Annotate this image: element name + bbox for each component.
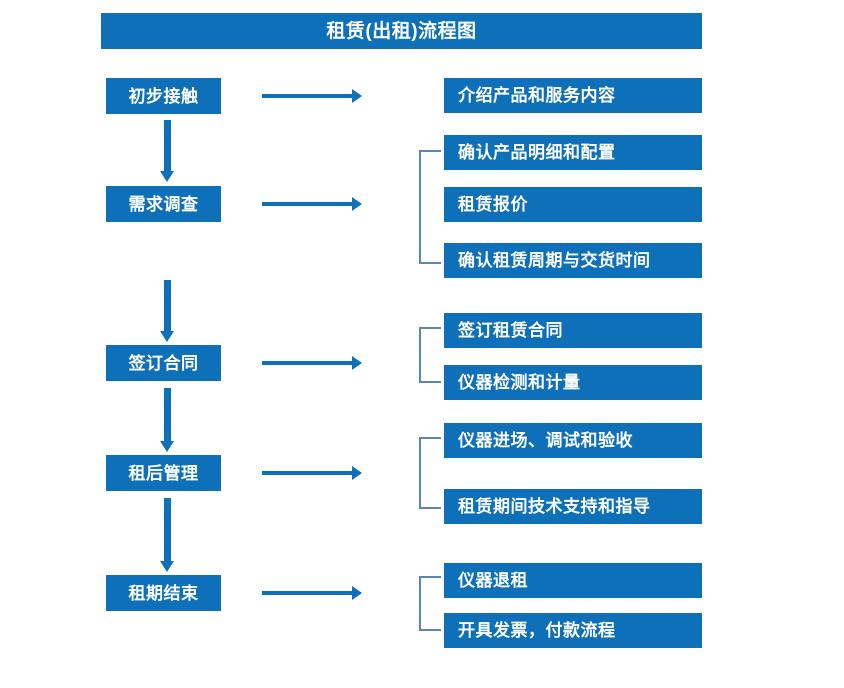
right-arrow-4 bbox=[262, 466, 362, 480]
group-bracket-签订合同明细 bbox=[419, 327, 441, 383]
detail-box-确认产品明细和配置[interactable]: 确认产品明细和配置 bbox=[444, 135, 702, 170]
right-arrow-3 bbox=[262, 356, 362, 370]
down-arrow-2 bbox=[160, 280, 175, 342]
stage-box-签订合同[interactable]: 签订合同 bbox=[106, 345, 221, 381]
detail-box-签订租赁合同[interactable]: 签订租赁合同 bbox=[444, 313, 702, 348]
right-arrow-2 bbox=[262, 197, 362, 211]
detail-box-确认租赁周期与交货时间[interactable]: 确认租赁周期与交货时间 bbox=[444, 243, 702, 278]
right-arrow-1 bbox=[262, 89, 362, 103]
arrow-shaft bbox=[164, 498, 171, 561]
group-bracket-需求调查明细 bbox=[419, 150, 441, 264]
arrow-head bbox=[352, 89, 362, 103]
arrow-shaft bbox=[262, 591, 353, 595]
arrow-head bbox=[352, 356, 362, 370]
stage-box-需求调查[interactable]: 需求调查 bbox=[106, 186, 221, 222]
arrow-shaft bbox=[164, 388, 171, 441]
down-arrow-3 bbox=[160, 388, 175, 452]
detail-box-仪器检测和计量[interactable]: 仪器检测和计量 bbox=[444, 365, 702, 400]
arrow-shaft bbox=[262, 361, 353, 365]
arrow-head bbox=[352, 586, 362, 600]
stage-box-租后管理[interactable]: 租后管理 bbox=[106, 455, 221, 491]
detail-box-仪器进场调试和验收[interactable]: 仪器进场、调试和验收 bbox=[444, 423, 702, 458]
arrow-shaft bbox=[262, 202, 353, 206]
arrow-head bbox=[160, 441, 174, 452]
arrow-head bbox=[352, 197, 362, 211]
arrow-head bbox=[160, 331, 174, 342]
stage-box-租期结束[interactable]: 租期结束 bbox=[106, 575, 221, 611]
detail-box-租赁期间技术支持和指导[interactable]: 租赁期间技术支持和指导 bbox=[444, 489, 702, 524]
down-arrow-4 bbox=[160, 498, 175, 572]
flowchart-title: 租赁(出租)流程图 bbox=[101, 13, 702, 49]
detail-box-租赁报价[interactable]: 租赁报价 bbox=[444, 187, 702, 222]
stage-box-初步接触[interactable]: 初步接触 bbox=[106, 78, 221, 114]
arrow-head bbox=[160, 561, 174, 572]
arrow-shaft bbox=[164, 280, 171, 331]
arrow-head bbox=[352, 466, 362, 480]
down-arrow-1 bbox=[160, 120, 175, 182]
arrow-shaft bbox=[262, 94, 353, 98]
group-bracket-租后管理明细 bbox=[419, 437, 441, 509]
right-arrow-5 bbox=[262, 586, 362, 600]
detail-box-仪器退租[interactable]: 仪器退租 bbox=[444, 563, 702, 598]
group-bracket-租期结束明细 bbox=[419, 576, 441, 631]
arrow-head bbox=[160, 171, 174, 182]
arrow-shaft bbox=[164, 120, 171, 171]
detail-box-开具发票付款流程[interactable]: 开具发票，付款流程 bbox=[444, 613, 702, 648]
arrow-shaft bbox=[262, 471, 353, 475]
detail-box-介绍产品和服务内容[interactable]: 介绍产品和服务内容 bbox=[444, 78, 702, 113]
